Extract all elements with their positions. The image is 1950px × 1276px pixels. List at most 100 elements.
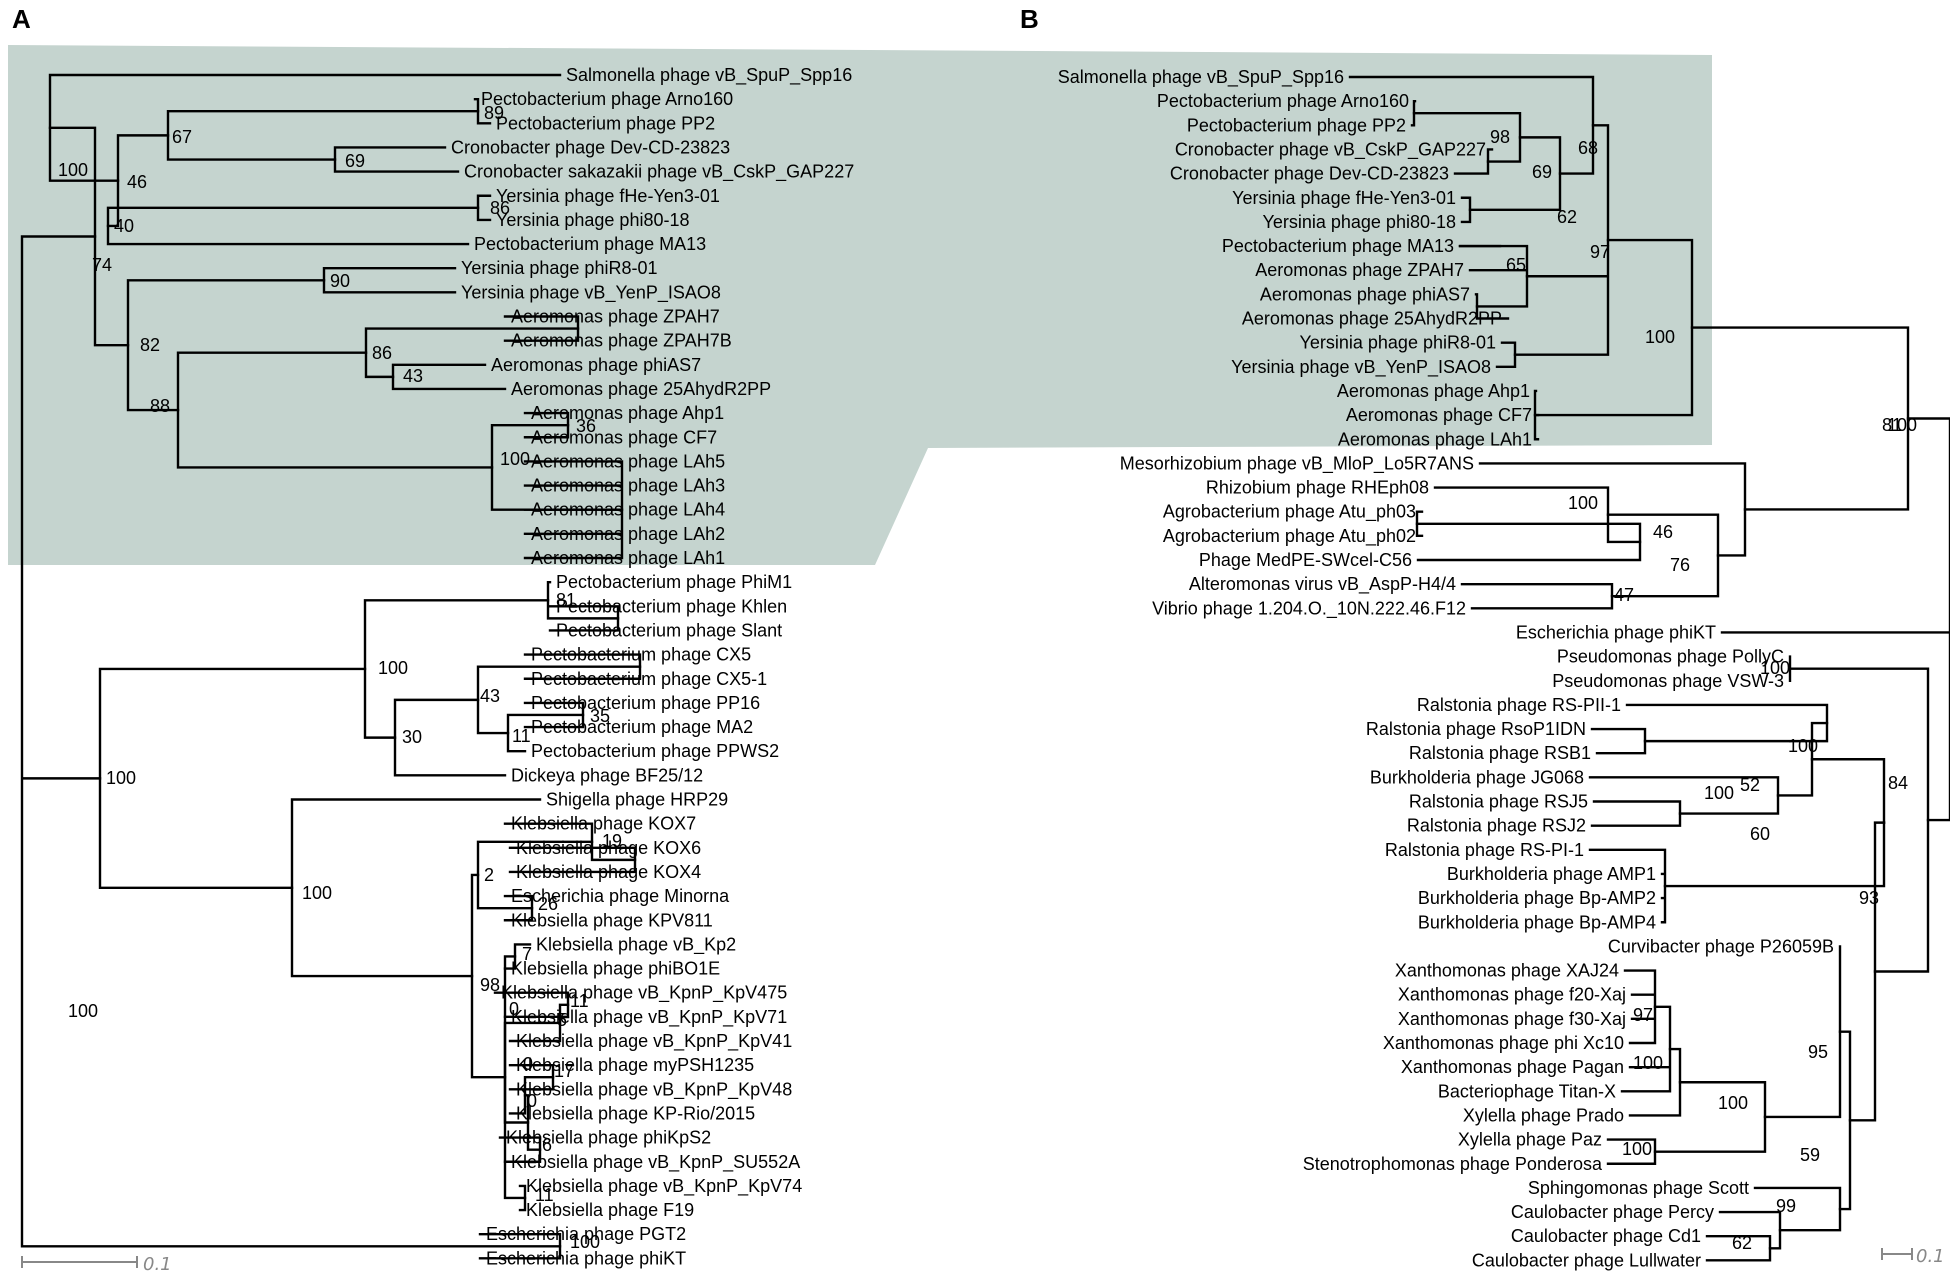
bootstrap-value: 5 — [557, 1010, 567, 1030]
leaf-label: Klebsiella phage KPV811 — [511, 910, 713, 930]
leaf-label: Klebsiella phage vB_KpnP_KpV41 — [516, 1031, 792, 1052]
leaf-label: Escherichia phage phiKT — [486, 1248, 686, 1268]
leaf-label: Aeromonas phage LAh5 — [531, 451, 725, 471]
leaf-label: Aeromonas phage CF7 — [1346, 405, 1532, 425]
leaf-label: Sphingomonas phage Scott — [1528, 1178, 1749, 1198]
leaf-label: Pectobacterium phage Arno160 — [1157, 91, 1409, 111]
scale-label-a: 0.1 — [143, 1254, 172, 1275]
bootstrap-value: 100 — [106, 768, 136, 788]
bootstrap-value: 11 — [512, 726, 531, 746]
bootstrap-value: 86 — [490, 198, 510, 218]
bootstrap-value: 100 — [302, 883, 332, 903]
bootstrap-value: 100 — [58, 160, 88, 180]
leaf-label: Xanthomonas phage XAJ24 — [1395, 961, 1619, 981]
bootstrap-value: 89 — [484, 103, 504, 123]
bootstrap-value: 35 — [590, 706, 610, 726]
tree-branch — [20, 235, 562, 1248]
leaf-label: Xylella phage Paz — [1458, 1130, 1602, 1150]
leaf-label: Vibrio phage 1.204.O._10N.222.46.F12 — [1152, 598, 1466, 619]
bootstrap-value: 76 — [1670, 555, 1690, 575]
leaf-label: Pectobacterium phage Slant — [556, 620, 782, 640]
bootstrap-value: 26 — [538, 894, 558, 914]
leaf-label: Klebsiella phage KOX6 — [516, 838, 701, 858]
leaf-label: Pectobacterium phage CX5-1 — [531, 669, 767, 689]
leaf-label: Xanthomonas phage f30-Xaj — [1398, 1009, 1626, 1029]
bootstrap-value: 46 — [127, 172, 147, 192]
bootstrap-value: 46 — [1653, 522, 1673, 542]
leaf-label: Alteromonas virus vB_AspP-H4/4 — [1189, 574, 1456, 595]
bootstrap-value: 43 — [403, 366, 423, 386]
tree-a: Salmonella phage vB_SpuP_Spp16Pectobacte… — [20, 65, 854, 1268]
bootstrap-value: 65 — [1506, 255, 1526, 275]
bootstrap-value: 100 — [1718, 1093, 1748, 1113]
leaf-label: Caulobacter phage Lullwater — [1472, 1250, 1701, 1270]
leaf-label: Klebsiella phage KP-Rio/2015 — [516, 1103, 755, 1123]
leaf-label: Klebsiella phage vB_Kp2 — [536, 934, 736, 955]
bootstrap-value: 98 — [480, 975, 500, 995]
leaf-label: Escherichia phage Minorna — [511, 886, 730, 906]
tree-branch — [1838, 1030, 1852, 1211]
bootstrap-value: 90 — [330, 271, 350, 291]
bootstrap-value: 100 — [1645, 327, 1675, 347]
leaf-label: Ralstonia phage RS-PII-1 — [1417, 695, 1621, 715]
leaf-label: Caulobacter phage Cd1 — [1511, 1226, 1701, 1246]
leaf-label: Aeromonas phage ZPAH7 — [511, 307, 720, 327]
leaf-label: Aeromonas phage 25AhydR2PP — [1242, 309, 1502, 329]
leaf-label: Cronobacter sakazakii phage vB_CskP_GAP2… — [464, 162, 854, 183]
tree-branch — [1690, 326, 1910, 511]
bootstrap-value: 67 — [172, 127, 192, 147]
leaf-label: Aeromonas phage LAh2 — [531, 524, 725, 544]
leaf-label: Yersinia phage fHe-Yen3-01 — [1232, 188, 1456, 208]
leaf-label: Klebsiella phage KOX4 — [516, 862, 701, 882]
leaf-label: Klebsiella phage phiKpS2 — [506, 1128, 711, 1148]
leaf-label: Cronobacter phage Dev-CD-23823 — [1170, 164, 1449, 184]
leaf-label: Aeromonas phage LAh4 — [531, 500, 725, 520]
bootstrap-value: 100 — [1704, 783, 1734, 803]
leaf-label: Xylella phage Prado — [1463, 1105, 1624, 1125]
leaf-label: Burkholderia phage Bp-AMP4 — [1418, 912, 1656, 932]
leaf-label: Aeromonas phage phiAS7 — [491, 355, 701, 375]
leaf-label: Yersinia phage vB_YenP_ISAO8 — [1231, 357, 1491, 378]
bootstrap-value: 59 — [1800, 1145, 1820, 1165]
tree-branch — [1788, 667, 1930, 973]
bootstrap-value: 97 — [1590, 242, 1610, 262]
bootstrap-value: 98 — [1490, 127, 1510, 147]
leaf-label: Salmonella phage vB_SpuP_Spp16 — [566, 65, 852, 86]
leaf-label: Klebsiella phage F19 — [526, 1200, 694, 1220]
leaf-label: Yersinia phage vB_YenP_ISAO8 — [461, 282, 721, 303]
leaf-label: Burkholderia phage JG068 — [1370, 767, 1584, 787]
tree-branch — [1753, 1186, 1842, 1232]
leaf-label: Bacteriophage Titan-X — [1438, 1081, 1616, 1101]
bootstrap-value: 84 — [1888, 773, 1908, 793]
tree-branch — [1720, 417, 1950, 822]
tree-branch — [1415, 522, 1642, 562]
scale-bar-b: 0.1 — [1881, 1246, 1945, 1267]
leaf-label: Xanthomonas phage phi Xc10 — [1383, 1033, 1624, 1053]
bootstrap-value: 100 — [1622, 1139, 1652, 1159]
bootstrap-value: 7 — [522, 944, 532, 964]
tree-branch — [1460, 582, 1614, 610]
panel-label-a: A — [12, 4, 31, 34]
leaf-label: Agrobacterium phage Atu_ph03 — [1163, 502, 1416, 523]
bootstrap-value: 88 — [150, 396, 170, 416]
highlight-region — [8, 45, 1712, 565]
leaf-label: Aeromonas phage CF7 — [531, 427, 717, 447]
leaf-label: Aeromonas phage LAh1 — [1338, 429, 1532, 449]
bootstrap-value: 11 — [570, 991, 589, 1011]
leaf-label: Escherichia phage phiKT — [1516, 622, 1716, 642]
bootstrap-value: 19 — [602, 831, 622, 851]
leaf-label: Yersinia phage phi80-18 — [496, 210, 690, 230]
leaf-label: Burkholderia phage AMP1 — [1447, 864, 1656, 884]
bootstrap-value: 11 — [535, 1185, 554, 1205]
leaf-label: Klebsiella phage phiBO1E — [511, 959, 720, 979]
bootstrap-value: 2 — [484, 865, 494, 885]
leaf-label: Pectobacterium phage Khlen — [556, 596, 787, 616]
leaf-label: Shigella phage HRP29 — [546, 790, 728, 810]
leaf-label: Cronobacter phage vB_CskP_GAP227 — [1175, 139, 1486, 160]
leaf-label: Aeromonas phage Ahp1 — [1337, 381, 1530, 401]
leaf-label: Stenotrophomonas phage Ponderosa — [1303, 1154, 1603, 1174]
leaf-label: Aeromonas phage ZPAH7 — [1255, 260, 1464, 280]
leaf-label: Pectobacterium phage PP2 — [496, 113, 715, 133]
leaf-label: Klebsiella phage KOX7 — [511, 814, 696, 834]
